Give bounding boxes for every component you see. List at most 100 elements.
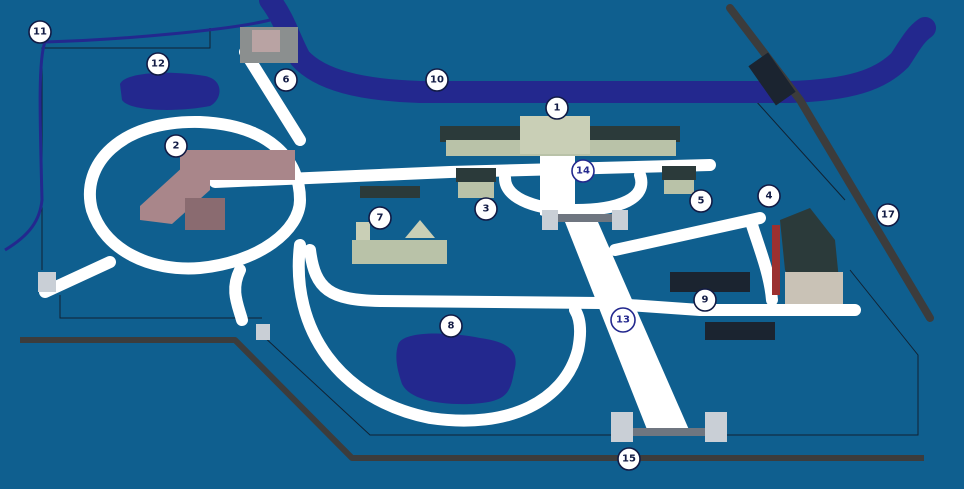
west-pavilion-wall [458, 182, 494, 198]
marker-14-label: 14 [576, 166, 590, 177]
marker-13[interactable]: 13 [610, 307, 636, 333]
greenhouses [670, 272, 775, 340]
marker-8-circle [439, 314, 463, 338]
marker-17[interactable]: 17 [876, 203, 900, 227]
marker-6[interactable]: 6 [274, 68, 298, 92]
marker-8-label: 8 [448, 321, 455, 332]
marker-13-label: 13 [616, 315, 630, 326]
marker-7-label: 7 [377, 213, 384, 224]
road-south-loop [292, 239, 587, 427]
marker-9[interactable]: 9 [693, 288, 717, 312]
marker-1-circle [545, 96, 569, 120]
marker-15-circle [617, 447, 641, 471]
church-tower [356, 222, 370, 240]
factory-chimney [772, 225, 780, 295]
marker-5-circle [689, 189, 713, 213]
marker-8[interactable]: 8 [439, 314, 463, 338]
west-pavilion [456, 168, 496, 198]
south-gate [611, 412, 727, 442]
marker-6-label: 6 [283, 75, 290, 86]
marker-11-label: 11 [33, 27, 47, 38]
west-gatehouse [38, 272, 56, 292]
boundary-line-southeast [725, 269, 919, 436]
boundary-line-northeast [754, 99, 846, 201]
marker-13-circle [610, 307, 636, 333]
railway [726, 4, 934, 322]
north-gate-fence [558, 214, 612, 222]
marker-3[interactable]: 3 [474, 197, 498, 221]
west-pond [120, 72, 220, 110]
greenhouse-1 [670, 272, 750, 292]
marker-9-circle [693, 288, 717, 312]
marker-3-label: 3 [483, 204, 490, 215]
south-gatehouse [256, 324, 270, 340]
marker-1-label: 1 [554, 103, 561, 114]
railway-bridge-deck [748, 52, 796, 106]
boundary-line-south [261, 334, 615, 436]
marker-14-circle [571, 159, 595, 183]
marker-2-circle [164, 134, 188, 158]
marker-3-circle [474, 197, 498, 221]
road-loop-west [84, 115, 306, 275]
marker-4[interactable]: 4 [757, 184, 781, 208]
church-dome [405, 220, 435, 238]
marker-2[interactable]: 2 [164, 134, 188, 158]
north-house-roof [252, 30, 280, 52]
marker-5[interactable]: 5 [689, 189, 713, 213]
road-northwest [239, 46, 306, 146]
marker-12-label: 12 [151, 59, 165, 70]
marker-4-circle [757, 184, 781, 208]
north-house [240, 27, 298, 63]
marker-5-label: 5 [698, 196, 705, 207]
gate-post-east [705, 412, 727, 442]
marker-7-circle [368, 206, 392, 230]
long-building-block [180, 150, 295, 180]
marker-1[interactable]: 1 [545, 96, 569, 120]
marker-6-circle [274, 68, 298, 92]
marker-11[interactable]: 11 [28, 20, 52, 44]
road-inner [304, 244, 861, 316]
marker-7[interactable]: 7 [368, 206, 392, 230]
east-pavilion-wall [664, 180, 694, 194]
west-pavilion-roof [456, 168, 496, 182]
long-building [140, 150, 295, 230]
north-gate [542, 210, 628, 230]
marker-10[interactable]: 10 [425, 68, 449, 92]
east-pavilion [662, 166, 696, 194]
palace-center [520, 116, 590, 154]
south-pond [396, 333, 516, 405]
church-body [352, 240, 447, 264]
gate-post-west [611, 412, 633, 442]
greenhouse-2 [705, 322, 775, 340]
marker-4-label: 4 [766, 191, 773, 202]
marker-12[interactable]: 12 [146, 52, 170, 76]
railway-bridge [748, 52, 796, 106]
marker-9-label: 9 [702, 295, 709, 306]
marker-15[interactable]: 15 [617, 447, 641, 471]
north-gate-post-east [612, 210, 628, 230]
marker-10-label: 10 [430, 75, 444, 86]
marker-10-circle [425, 68, 449, 92]
marker-12-circle [146, 52, 170, 76]
main-palace [440, 116, 680, 156]
road-network [39, 46, 861, 427]
road-east [609, 212, 766, 256]
road-factory [746, 219, 778, 306]
gate-fence [633, 428, 705, 436]
factory [772, 208, 843, 304]
avenue-front [540, 150, 575, 222]
factory-wall [785, 272, 843, 304]
marker-15-label: 15 [622, 454, 636, 465]
marker-17-circle [876, 203, 900, 227]
church [352, 220, 447, 264]
marker-2-label: 2 [173, 141, 180, 152]
east-pavilion-roof [662, 166, 696, 180]
stream [4, 18, 271, 252]
boundary-line-southwest [59, 295, 262, 319]
marker-14[interactable]: 14 [571, 159, 595, 183]
long-building-tail [185, 198, 225, 230]
marker-17-label: 17 [881, 210, 895, 221]
marker-11-circle [28, 20, 52, 44]
road-southwest-spur [229, 264, 248, 326]
